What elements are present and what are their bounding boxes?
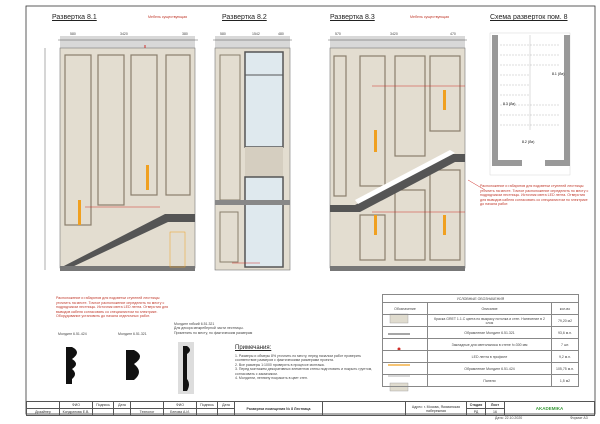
dim: 1542: [252, 32, 260, 36]
tb-name: Кондратова Е.В.: [59, 408, 93, 416]
legend-qty: 9,2 м.п.: [551, 350, 579, 363]
company-logo: AKADEMIKA: [504, 401, 595, 416]
title-scheme: Схема разверток пом. 8: [490, 14, 568, 21]
legend-desc: Обрамление Молдинг 6.51.321: [427, 326, 552, 339]
title-8-1: Развертка 8.1: [52, 14, 97, 21]
stair-scheme: [489, 32, 571, 176]
dim: 380: [182, 32, 188, 36]
red-note-right: Расположение и габаритов для подсветки с…: [480, 184, 589, 207]
molding-profiles: [66, 342, 194, 394]
elevation-8-1: [44, 36, 198, 271]
title-8-3: Развертка 8.3: [330, 14, 375, 21]
note-item: 3. Перед монтажем декоративных элементов…: [235, 367, 373, 376]
tb-header: ФИО: [59, 401, 93, 409]
stage-label: Стадия: [466, 401, 486, 409]
legend-qty: 79,20 м2: [551, 314, 579, 327]
tb-role: Технолог: [130, 408, 164, 416]
sheet-label: Лист: [485, 401, 505, 409]
legend-qty: 93,6 м.п.: [551, 326, 579, 339]
tb-header: Подпись: [196, 401, 218, 409]
tb-header: Дата: [217, 401, 235, 409]
legend-desc: LED лента в профиле: [427, 350, 552, 363]
scheme-marker: 8.2 (Ли): [522, 140, 535, 144]
note-item: 4. Молдинги, лепнину покрасить в цвет ст…: [235, 376, 308, 381]
dim: 580: [70, 32, 76, 36]
tb-header: Дата: [113, 401, 131, 409]
profile-label: Молдинг 6.51.321: [118, 332, 147, 336]
sheet-number: 16: [485, 408, 505, 416]
dim: 470: [450, 32, 456, 36]
tb-name: Белова А.И.: [163, 408, 197, 416]
address: Адрес: г. Москва, Якиманская набережная: [405, 401, 467, 416]
notes-heading: Примечания:: [235, 345, 272, 351]
legend-qty: 7 шт.: [551, 338, 579, 351]
legend-desc: Обрамление Молдинг 6.51.424: [427, 362, 552, 375]
legend-title: УСЛОВНЫЕ ОБОЗНАЧЕНИЯ: [382, 294, 579, 303]
legend-desc: Краска GRET 1.1.С цвета по выкрасу потол…: [427, 314, 552, 327]
dim: 3420: [390, 32, 398, 36]
date: Дата: 22.10.2020: [495, 416, 523, 420]
note-8-1: Мебель существующая: [148, 15, 188, 19]
profile-label: Молдинг гибкий 6.51.321 Для декора межре…: [174, 322, 253, 335]
dim: 480: [278, 32, 284, 36]
tb-header: ФИО: [163, 401, 197, 409]
dim: 580: [220, 32, 226, 36]
legend-desc: Закладные для светильника в стене h=300 …: [427, 338, 552, 351]
scheme-marker: 8.1 (Ли): [552, 72, 565, 76]
format: Формат А3: [570, 416, 588, 420]
legend-header: Описание: [427, 302, 552, 315]
tb-role: Дизайнер: [26, 408, 60, 416]
legend-qty: 105,75 м.п.: [551, 362, 579, 375]
legend-header: кол-во: [551, 302, 579, 315]
legend-header: Обозначение: [382, 302, 428, 315]
dim: 3420: [120, 32, 128, 36]
stage-value: РД: [466, 408, 486, 416]
tb-header: Подпись: [92, 401, 114, 409]
dim: 570: [335, 32, 341, 36]
note-item: 1. Размеры и обмеры 8% уточнить по месту…: [235, 354, 362, 363]
profile-label: Молдинг 6.51.424: [58, 332, 87, 336]
scheme-marker: 8.3 (Ли): [503, 102, 516, 106]
sheet-title: Развертки помещения № 8 Лестница: [234, 401, 323, 416]
red-note-left: Расположение и габаритов для подсветки с…: [56, 296, 169, 319]
legend-desc: Панели: [427, 374, 552, 387]
legend-qty: 1,5 м2: [551, 374, 579, 387]
elevation-8-2: [213, 36, 292, 271]
note-8-3: Мебель существующая: [410, 15, 450, 19]
note-item: 2. Все размеры 1:1000 проверить в процес…: [235, 362, 325, 367]
title-8-2: Развертка 8.2: [222, 14, 267, 21]
elevation-8-3: [328, 36, 486, 271]
